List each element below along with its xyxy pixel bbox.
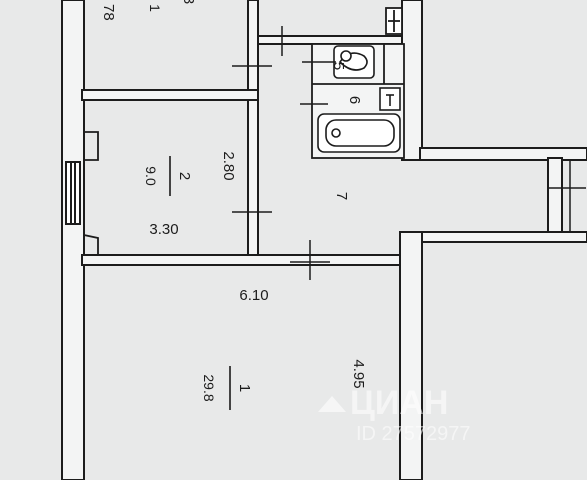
room2-width-label: 3.30 (149, 221, 178, 238)
wall-left-exterior (61, 0, 85, 480)
room7-outline (257, 46, 549, 256)
room1-width-label: 6.10 (239, 287, 268, 304)
room3-number-label: 3 (180, 0, 197, 4)
wall-room3-right (247, 0, 259, 91)
room1-length-label: 4.95 (350, 359, 367, 388)
window-left (65, 161, 81, 225)
wall-bath-top (257, 35, 409, 45)
wall-right-bottom (421, 231, 587, 243)
wall-bath-right (401, 0, 423, 161)
room2-length-label: 2.80 (220, 151, 237, 180)
watermark-brand: ЦИАН (350, 384, 448, 422)
room2-number-label: 2 (176, 172, 193, 180)
room1-number-label: 1 (236, 384, 253, 392)
wall-room3-room2 (81, 89, 259, 101)
room1-area-label: 29.8 (201, 374, 217, 401)
room6-number-label: 6 (346, 96, 363, 104)
wall-right-lower (547, 157, 563, 239)
watermark-id: ID 27572977 (356, 423, 471, 445)
room2-area-label: 9.0 (143, 166, 159, 186)
wall-room2-right (247, 99, 259, 256)
room3-area-label: 1 (147, 4, 163, 12)
wall-room1-top (81, 254, 403, 266)
room5-number-label: 5 (330, 62, 347, 70)
room3-length-label: 78 (100, 4, 117, 21)
cian-logo-icon (318, 396, 346, 412)
room2-outline (83, 100, 99, 255)
room3-outline (83, 0, 248, 91)
room7-number-label: 7 (333, 192, 350, 200)
door-marks (232, 26, 586, 280)
watermark: ЦИАН ID 27572977 (318, 384, 471, 445)
